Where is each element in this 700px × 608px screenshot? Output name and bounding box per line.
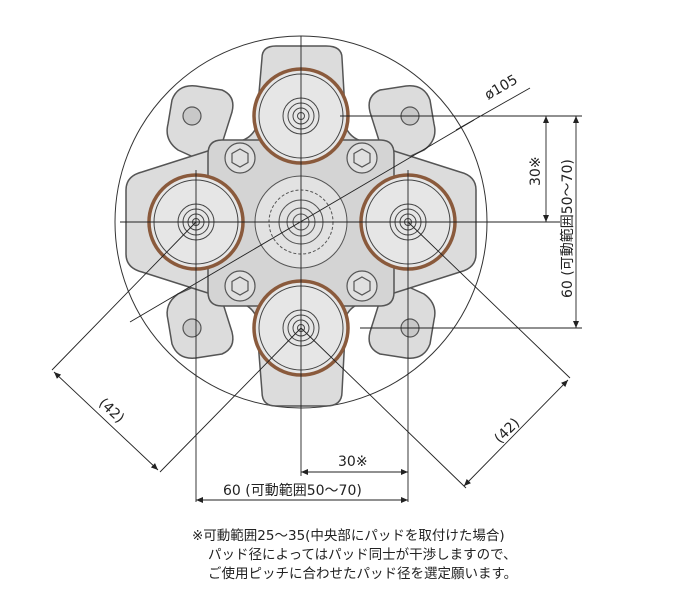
dim-diagonal-right-label: (42) [492,415,524,447]
dim-horizontal [196,469,408,503]
dim-diagonal-left-label: (42) [95,395,127,426]
dim-horizontal-inner-label: 30※ [338,454,368,470]
footnote-line-2: パッド径によってはパッド同士が干渉しますので、 [208,547,517,563]
dim-diameter-label: ø105 [482,72,521,104]
dim-vertical [340,115,582,329]
dim-vertical-inner-label: 30※ [528,156,544,186]
dim-vertical-range-label: 60 (可動範囲50～70) [559,159,576,298]
footnote: ※可動範囲25～35(中央部にパッドを取付けた場合) パッド径によってはパッド同… [192,527,612,584]
footnote-line-3: ご使用ピッチに合わせたパッド径を選定願います。 [208,566,518,582]
dim-diagonal [51,87,571,489]
hex-bolts [224,142,378,302]
dim-horizontal-range-label: 60 (可動範囲50～70) [223,482,362,499]
footnote-line-1: ※可動範囲25～35(中央部にパッドを取付けた場合) [192,528,505,544]
center-lines [120,36,484,502]
